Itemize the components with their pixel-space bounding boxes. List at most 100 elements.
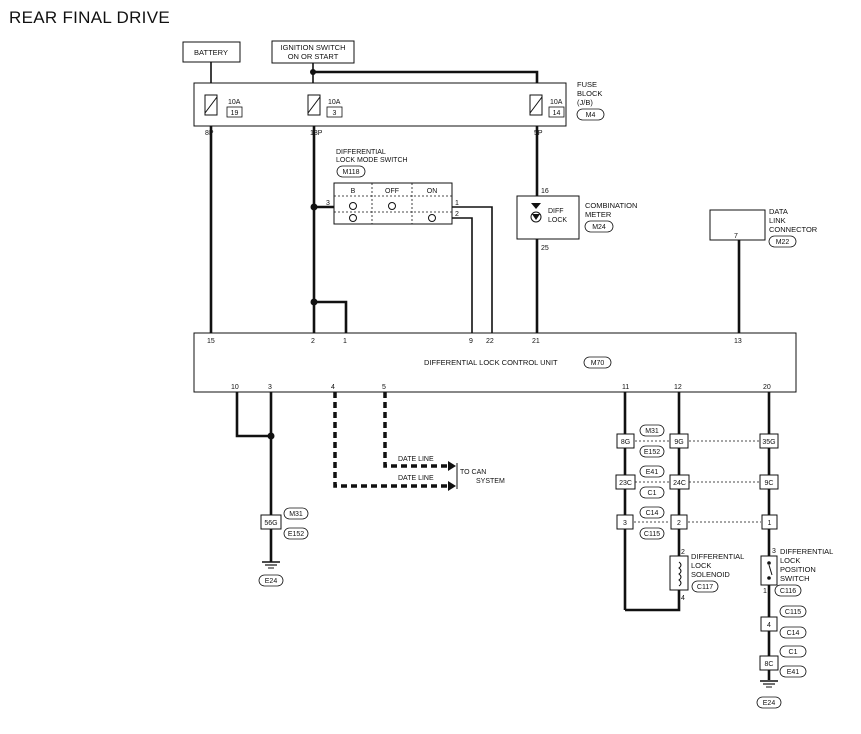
conn-pin: 2: [677, 520, 681, 527]
mode-switch-label-2: LOCK MODE SWITCH: [336, 157, 408, 164]
cu-pin: 10: [231, 384, 239, 391]
fuse-block-label-3: (J/B): [577, 98, 593, 107]
position-switch-connector: C116: [780, 588, 796, 595]
solenoid-connector: C117: [697, 584, 713, 591]
cu-pin: 20: [763, 384, 771, 391]
position-switch-label-3: POSITION: [780, 565, 816, 574]
fuse-number: 14: [553, 110, 561, 117]
conn-pin: 3: [623, 520, 627, 527]
conn-label-bot: C1: [648, 490, 657, 497]
conn-pin: 35G: [762, 439, 775, 446]
ground-right-conn: C14: [787, 630, 800, 637]
differential-lock-solenoid: 2 4 DIFFERENTIAL LOCK SOLENOID C117: [669, 549, 744, 602]
differential-lock-position-switch: 3 1 DIFFERENTIAL LOCK POSITION SWITCH C1…: [760, 547, 833, 597]
conn-label-top: M31: [645, 428, 659, 435]
ground-right-conn: C1: [789, 649, 798, 656]
ignition-label-2: ON OR START: [288, 52, 339, 61]
ground-left-conn2: E152: [288, 531, 304, 538]
solenoid-label-1: DIFFERENTIAL: [691, 552, 744, 561]
dlc-label-3: CONNECTOR: [769, 225, 818, 234]
cu-pin: 12: [674, 384, 682, 391]
left-ground-circuit: 56G M31 E152 E24: [235, 392, 309, 587]
mode-switch-connector: M118: [343, 169, 360, 176]
ignition-label-1: IGNITION SWITCH: [281, 43, 346, 52]
position-switch-label-2: LOCK: [780, 556, 800, 565]
fuse-pin: 8P: [205, 130, 214, 137]
conn-label-top: C14: [646, 510, 659, 517]
data-link-connector: 7 DATA LINK CONNECTOR M22: [709, 207, 818, 248]
fuse-number: 19: [231, 110, 239, 117]
solenoid-pin: 2: [681, 549, 685, 556]
differential-lock-control-unit: 15 2 1 9 22 21 13 DIFFERENTIAL LOCK CONT…: [193, 332, 797, 393]
cu-pin: 1: [343, 338, 347, 345]
mode-switch-pin: 3: [326, 200, 330, 207]
can-to-label-2: SYSTEM: [476, 478, 505, 485]
meter-label-1: COMBINATION: [585, 201, 637, 210]
solenoid-label-2: LOCK: [691, 561, 711, 570]
fuse-14: 10A 14 5P: [529, 94, 565, 137]
fuse-amp: 10A: [228, 99, 241, 106]
page-title: REAR FINAL DRIVE: [9, 8, 170, 27]
differential-lock-mode-switch: DIFFERENTIAL LOCK MODE SWITCH M118 B OFF…: [326, 149, 459, 225]
ground-right-joint: 4: [767, 622, 771, 629]
ground-left-ground: E24: [265, 578, 278, 585]
ground-right-conn: C115: [785, 609, 801, 616]
meter-connector: M24: [592, 224, 606, 231]
fuse-number: 3: [333, 110, 337, 117]
meter-lock-label: LOCK: [548, 217, 567, 224]
ground-right-ground: E24: [763, 700, 776, 707]
fuse-block-connector: M4: [586, 112, 596, 119]
meter-label-2: METER: [585, 210, 612, 219]
connector-row-1: 8G 9G 35G M31 E152: [616, 424, 779, 458]
cu-pin: 4: [331, 384, 335, 391]
cu-pin: 15: [207, 338, 215, 345]
position-switch-label-4: SWITCH: [780, 574, 810, 583]
solenoid-pin: 4: [681, 595, 685, 602]
dlc-connector: M22: [776, 239, 790, 246]
conn-pin: 1: [768, 520, 772, 527]
cu-pin: 3: [268, 384, 272, 391]
fuse-block-label-2: BLOCK: [577, 89, 602, 98]
cu-pin: 22: [486, 338, 494, 345]
battery-box: BATTERY: [182, 41, 241, 63]
fuse-pin: 13P: [310, 130, 323, 137]
ground-left-joint: 56G: [264, 520, 277, 527]
dlc-label-1: DATA: [769, 207, 788, 216]
mode-switch-pin: 2: [455, 211, 459, 218]
can-lines: DATE LINE DATE LINE TO CAN SYSTEM: [333, 392, 505, 491]
meter-diff-label: DIFF: [548, 208, 564, 215]
conn-label-bot: C115: [644, 531, 660, 538]
conn-pin: 24C: [673, 480, 686, 487]
can-line-1-label: DATE LINE: [398, 456, 434, 463]
mode-switch-label-1: DIFFERENTIAL: [336, 149, 386, 156]
conn-pin: 23C: [619, 480, 632, 487]
cu-pin: 2: [311, 338, 315, 345]
connector-row-2: 23C 24C 9C E41 C1: [615, 465, 779, 499]
mode-switch-col-off: OFF: [385, 188, 399, 195]
mode-switch-col-b: B: [351, 188, 356, 195]
fuse-pin: 5P: [534, 130, 543, 137]
mode-switch-col-on: ON: [427, 188, 438, 195]
dlc-pin: 7: [734, 233, 738, 240]
power-wires: [209, 62, 741, 333]
position-switch-label-1: DIFFERENTIAL: [780, 547, 833, 556]
ground-right-joint: 8C: [765, 661, 774, 668]
solenoid-label-3: SOLENOID: [691, 570, 730, 579]
dlc-label-2: LINK: [769, 216, 786, 225]
meter-pin: 25: [541, 245, 549, 252]
cu-connector: M70: [591, 360, 605, 367]
right-ground-chain: C115 4 C14 C1 8C E41 E24: [756, 605, 807, 709]
conn-label-top: E41: [646, 469, 659, 476]
fuse-amp: 10A: [328, 99, 341, 106]
can-line-2-label: DATE LINE: [398, 475, 434, 482]
fuse-amp: 10A: [550, 99, 563, 106]
conn-label-bot: E152: [644, 449, 660, 456]
fuse-3: 10A 3 13P: [307, 94, 343, 137]
fuse-block: 10A 19 8P 10A 3 13P 10A 14 5P: [193, 80, 605, 137]
combination-meter: 16 DIFF LOCK 25 COMBINATION METER M24: [516, 188, 637, 252]
connector-row-3: 3 2 1 C14 C115: [616, 506, 778, 540]
cu-pin: 11: [622, 384, 629, 391]
position-switch-pin: 3: [772, 548, 776, 555]
mode-switch-pin: 1: [455, 200, 459, 207]
